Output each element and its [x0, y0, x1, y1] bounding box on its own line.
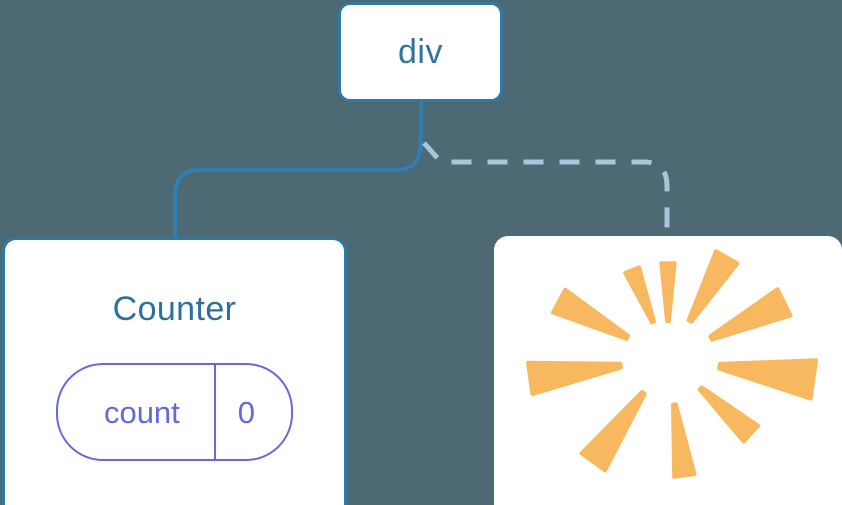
ray-nnw: [623, 265, 656, 325]
ray-ssw: [579, 390, 647, 473]
node-counter-label: Counter: [112, 290, 237, 328]
edge-div-to-burst: [422, 141, 670, 240]
node-div[interactable]: div: [338, 2, 503, 102]
ray-e: [717, 358, 818, 401]
edge-div-to-counter: [173, 100, 423, 242]
state-value: 0: [213, 365, 291, 459]
node-div-label: div: [398, 33, 443, 71]
ray-ese: [697, 385, 760, 444]
ray-nne: [686, 249, 740, 324]
burst-icon: [526, 249, 818, 479]
node-burst[interactable]: [494, 236, 842, 505]
ray-wnw: [551, 287, 631, 341]
node-counter[interactable]: Counter count 0: [2, 237, 347, 505]
ray-s: [671, 402, 697, 479]
state-key: count: [103, 394, 180, 430]
state-pill-count[interactable]: count 0: [55, 363, 294, 461]
ray-ene: [708, 287, 793, 342]
ray-n: [659, 261, 677, 323]
ray-w: [526, 360, 623, 397]
